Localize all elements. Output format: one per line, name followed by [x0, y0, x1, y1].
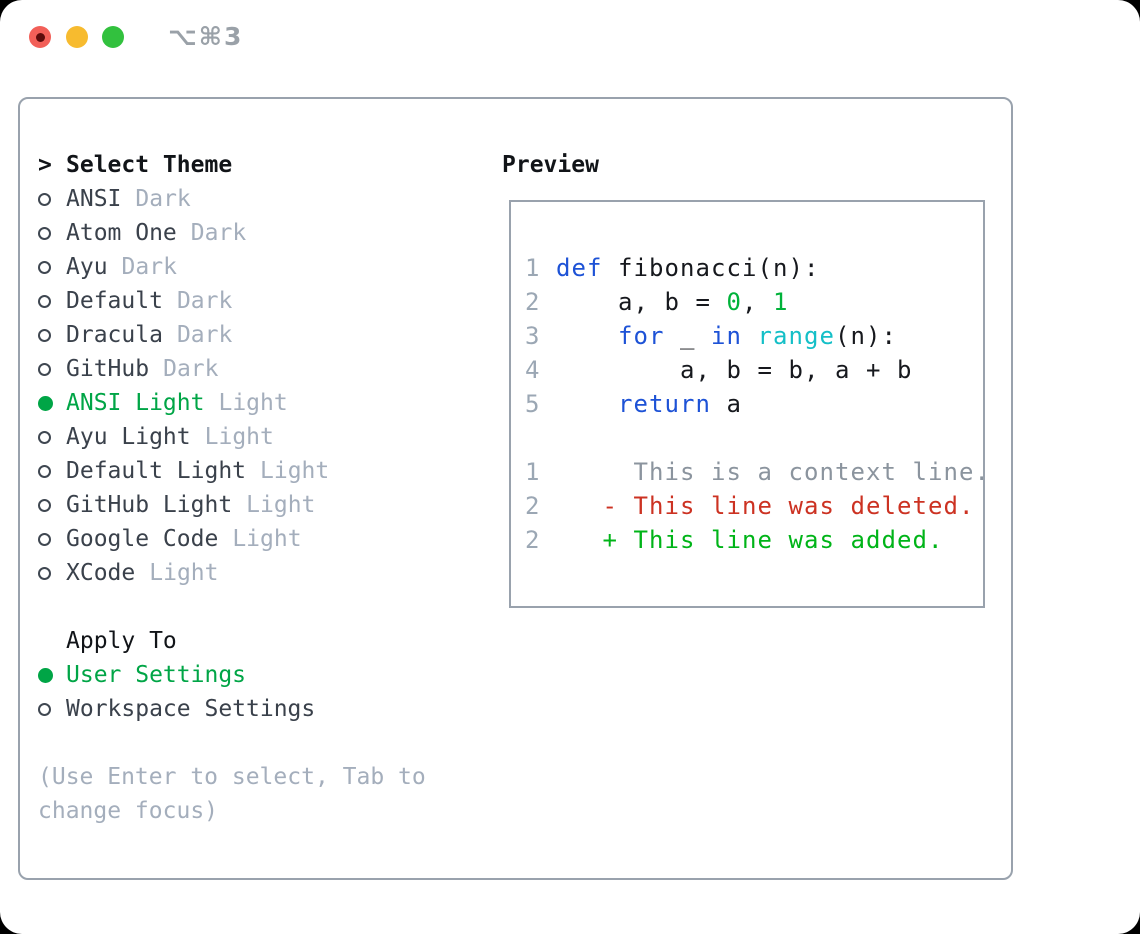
option-label: User Settings	[66, 662, 247, 688]
theme-option-ansi[interactable]: ANSI Dark	[38, 182, 478, 216]
preview-title: Preview	[502, 152, 599, 178]
option-label: Atom One	[66, 220, 177, 246]
radio-icon	[38, 226, 66, 240]
titlebar: ⌥⌘3	[0, 0, 1140, 75]
theme-variant-label: Light	[232, 526, 302, 552]
cursor-chevron-icon: >	[38, 152, 52, 178]
theme-option-dracula[interactable]: Dracula Dark	[38, 318, 478, 352]
theme-variant-label: Dark	[176, 322, 233, 348]
option-label: GitHub	[66, 356, 150, 382]
theme-variant-label: Light	[246, 492, 316, 518]
radio-icon	[38, 430, 66, 444]
code-line: 2 a, b = 0, 1	[525, 288, 789, 316]
select-theme-header: > Select Theme	[38, 148, 478, 182]
option-label: ANSI	[66, 186, 122, 212]
theme-option-default-light[interactable]: Default Light Light	[38, 454, 478, 488]
code-line: 2 + This line was added.	[525, 526, 944, 554]
theme-variant-label: Light	[204, 424, 274, 450]
theme-variant-label: Dark	[190, 220, 247, 246]
theme-option-atom-one[interactable]: Atom One Dark	[38, 216, 478, 250]
theme-variant-label: Light	[260, 458, 330, 484]
radio-icon	[38, 532, 66, 546]
spacer	[38, 590, 478, 624]
option-label: Ayu	[66, 254, 108, 280]
theme-variant-label: Dark	[176, 288, 233, 314]
code-line: 1 def fibonacci(n):	[525, 254, 820, 282]
radio-icon	[38, 192, 66, 206]
preview-code: 1 def fibonacci(n): 2 a, b = 0, 1 3 for _ …	[511, 202, 983, 557]
theme-variant-label: Light	[149, 560, 219, 586]
zoom-button[interactable]	[102, 26, 124, 48]
theme-option-github[interactable]: GitHub Dark	[38, 352, 478, 386]
code-line: 5 return a	[525, 390, 742, 418]
theme-option-github-light[interactable]: GitHub Light Light	[38, 488, 478, 522]
radio-icon	[38, 260, 66, 274]
theme-option-ansi-light[interactable]: ANSI Light Light	[38, 386, 478, 420]
theme-variant-label: Light	[218, 390, 288, 416]
code-line: 2 - This line was deleted.	[525, 492, 975, 520]
option-label: Default	[66, 288, 163, 314]
option-label: ANSI Light	[66, 390, 205, 416]
radio-icon	[38, 328, 66, 342]
option-label: Google Code	[66, 526, 219, 552]
theme-option-default[interactable]: Default Dark	[38, 284, 478, 318]
radio-icon	[38, 702, 66, 716]
theme-variant-label: Dark	[135, 186, 191, 212]
select-theme-title: Select Theme	[66, 152, 233, 178]
option-label: XCode	[66, 560, 136, 586]
radio-icon	[38, 566, 66, 580]
radio-icon	[38, 294, 66, 308]
minimize-button[interactable]	[66, 26, 88, 48]
apply-option-workspace-settings[interactable]: Workspace Settings	[38, 692, 478, 726]
code-line: 1 This is a context line.	[525, 458, 985, 486]
option-label: Default Light	[66, 458, 247, 484]
theme-variant-label: Dark	[121, 254, 177, 280]
theme-option-google-code[interactable]: Google Code Light	[38, 522, 478, 556]
radio-icon	[38, 464, 66, 478]
keyboard-hint: (Use Enter to select, Tab to change focu…	[38, 764, 426, 824]
option-label: GitHub Light	[66, 492, 233, 518]
preview-box: 1 def fibonacci(n): 2 a, b = 0, 1 3 for _ …	[509, 200, 985, 608]
theme-variant-label: Dark	[163, 356, 219, 382]
spacer	[38, 726, 478, 760]
theme-option-xcode[interactable]: XCode Light	[38, 556, 478, 590]
radio-selected-icon	[38, 667, 66, 683]
theme-option-ayu[interactable]: Ayu Dark	[38, 250, 478, 284]
apply-to-header: Apply To	[38, 624, 478, 658]
code-line: 4 a, b = b, a + b	[525, 356, 913, 384]
option-label: Workspace Settings	[66, 696, 316, 722]
code-line: 3 for _ in range(n):	[525, 322, 897, 350]
option-label: Dracula	[66, 322, 163, 348]
theme-option-ayu-light[interactable]: Ayu Light Light	[38, 420, 478, 454]
apply-to-title: Apply To	[66, 628, 177, 654]
radio-icon	[38, 362, 66, 376]
radio-selected-icon	[38, 395, 66, 411]
apply-option-user-settings[interactable]: User Settings	[38, 658, 478, 692]
option-label: Ayu Light	[66, 424, 191, 450]
window-title: ⌥⌘3	[168, 22, 244, 51]
close-button[interactable]	[29, 26, 51, 48]
radio-icon	[38, 498, 66, 512]
code-line	[525, 421, 975, 455]
